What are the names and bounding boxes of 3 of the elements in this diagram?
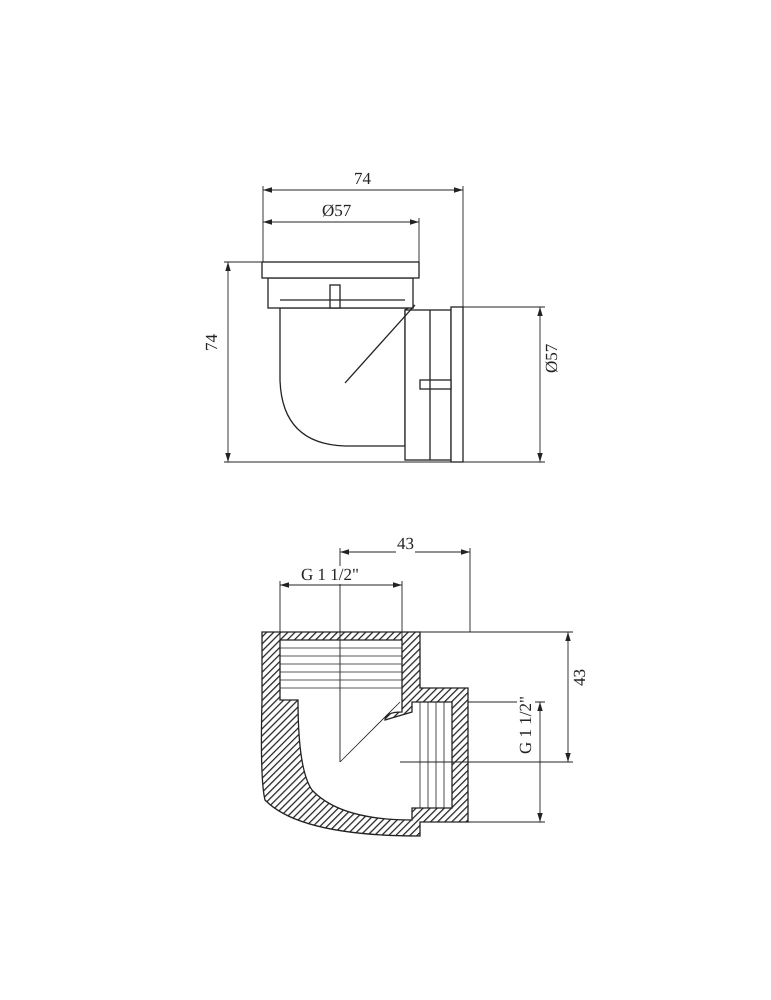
- dimension-label: 43: [396, 535, 415, 553]
- dimension-label: G 1 1/2": [300, 566, 360, 584]
- dimension-label: G 1 1/2": [517, 695, 535, 755]
